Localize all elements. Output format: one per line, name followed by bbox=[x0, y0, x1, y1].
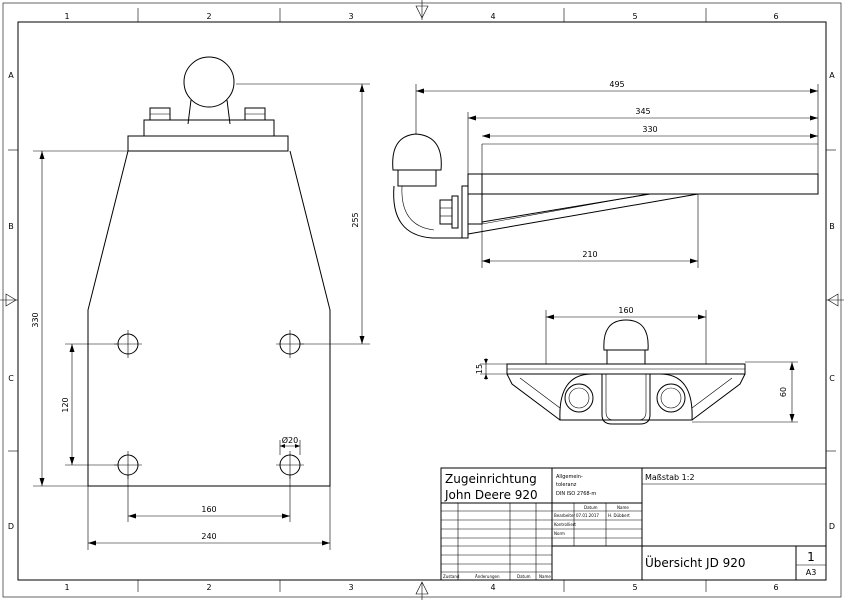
zone-col-1-top: 1 bbox=[64, 12, 69, 21]
dim-front-width: 240 bbox=[201, 532, 216, 541]
dim-side-length-2: 345 bbox=[635, 107, 650, 116]
dim-front-hole-diameter: Ø20 bbox=[282, 435, 298, 445]
row-kontrolliert: Kontrolliert bbox=[554, 522, 576, 527]
zone-row-b-left: B bbox=[8, 222, 14, 231]
row-bearbeiter-date: 07.01.2017 bbox=[576, 513, 599, 518]
title-line-2: John Deere 920 bbox=[444, 488, 538, 502]
dim-front-height-upper: 255 bbox=[351, 212, 360, 227]
col-name: Name bbox=[617, 505, 629, 510]
rev-datum: Datum bbox=[517, 574, 531, 579]
col-datum: Datum bbox=[584, 505, 598, 510]
zone-col-5-bottom: 5 bbox=[632, 583, 637, 592]
tolerance-label-2: toleranz bbox=[556, 482, 577, 488]
title-block: Zugeinrichtung John Deere 920 Allgemein-… bbox=[440, 467, 827, 581]
dim-top-small: 15 bbox=[475, 364, 484, 374]
side-dimensions: 495 345 330 210 bbox=[415, 80, 819, 268]
zone-col-5-top: 5 bbox=[632, 12, 637, 21]
dim-side-length-3: 330 bbox=[642, 125, 657, 134]
zone-row-b-right: B bbox=[829, 222, 835, 231]
zone-row-d-left: D bbox=[8, 522, 14, 531]
zone-col-6-bottom: 6 bbox=[773, 583, 778, 592]
row-bearbeiter: Bearbeiter bbox=[554, 513, 575, 518]
front-view bbox=[87, 56, 331, 487]
front-dimensions: 330 255 120 160 240 Ø20 bbox=[31, 83, 370, 550]
front-top-plate bbox=[127, 135, 289, 152]
tolerance-standard: DIN ISO 2768-m bbox=[556, 491, 596, 497]
zone-row-c-right: C bbox=[829, 374, 835, 383]
zone-col-3-bottom: 3 bbox=[348, 583, 353, 592]
side-brace bbox=[467, 193, 699, 235]
inner-frame bbox=[17, 21, 827, 581]
dim-side-length-1: 495 bbox=[609, 80, 624, 89]
dim-top-height: 60 bbox=[779, 387, 788, 397]
sheet-format: A3 bbox=[806, 568, 817, 577]
front-body bbox=[87, 150, 331, 487]
dim-front-height-overall: 330 bbox=[31, 312, 40, 327]
rev-zustand: Zustand bbox=[443, 574, 460, 579]
title-line-1: Zugeinrichtung bbox=[445, 472, 537, 486]
top-ball bbox=[603, 319, 649, 351]
side-main-bar bbox=[467, 173, 819, 195]
sheet-number: 1 bbox=[807, 550, 815, 564]
dim-side-length-4: 210 bbox=[582, 250, 597, 259]
zone-row-a-right: A bbox=[829, 71, 835, 80]
zone-col-2-top: 2 bbox=[206, 12, 211, 21]
side-view bbox=[392, 133, 819, 239]
top-body bbox=[559, 373, 693, 421]
rev-name: Name bbox=[539, 574, 551, 579]
front-ball bbox=[183, 56, 235, 108]
zone-row-a-left: A bbox=[8, 71, 14, 80]
rev-aenderung: Änderungen bbox=[475, 574, 500, 579]
zone-col-2-bottom: 2 bbox=[206, 583, 211, 592]
zone-col-1-bottom: 1 bbox=[64, 583, 69, 592]
row-bearbeiter-name: H. Dübbert bbox=[608, 513, 630, 518]
side-ball bbox=[392, 133, 442, 171]
top-dimensions: 160 15 60 bbox=[475, 306, 798, 423]
zone-row-d-right: D bbox=[829, 522, 835, 531]
zone-col-3-top: 3 bbox=[348, 12, 353, 21]
zone-col-4-top: 4 bbox=[490, 12, 495, 21]
dim-front-hole-vertical: 120 bbox=[61, 397, 70, 412]
drawing-title: Übersicht JD 920 bbox=[645, 554, 746, 570]
dim-top-width: 160 bbox=[618, 306, 633, 315]
tolerance-label-1: Allgemein- bbox=[556, 474, 583, 480]
zone-col-4-bottom: 4 bbox=[490, 583, 495, 592]
revision-grid bbox=[441, 503, 552, 580]
zone-col-6-top: 6 bbox=[773, 12, 778, 21]
approval-grid bbox=[552, 503, 642, 546]
top-view bbox=[506, 319, 746, 425]
scale-label: Maßstab 1:2 bbox=[645, 473, 695, 482]
dim-front-hole-spacing: 160 bbox=[201, 505, 216, 514]
row-norm: Norm bbox=[554, 531, 565, 536]
zone-row-c-left: C bbox=[8, 374, 14, 383]
